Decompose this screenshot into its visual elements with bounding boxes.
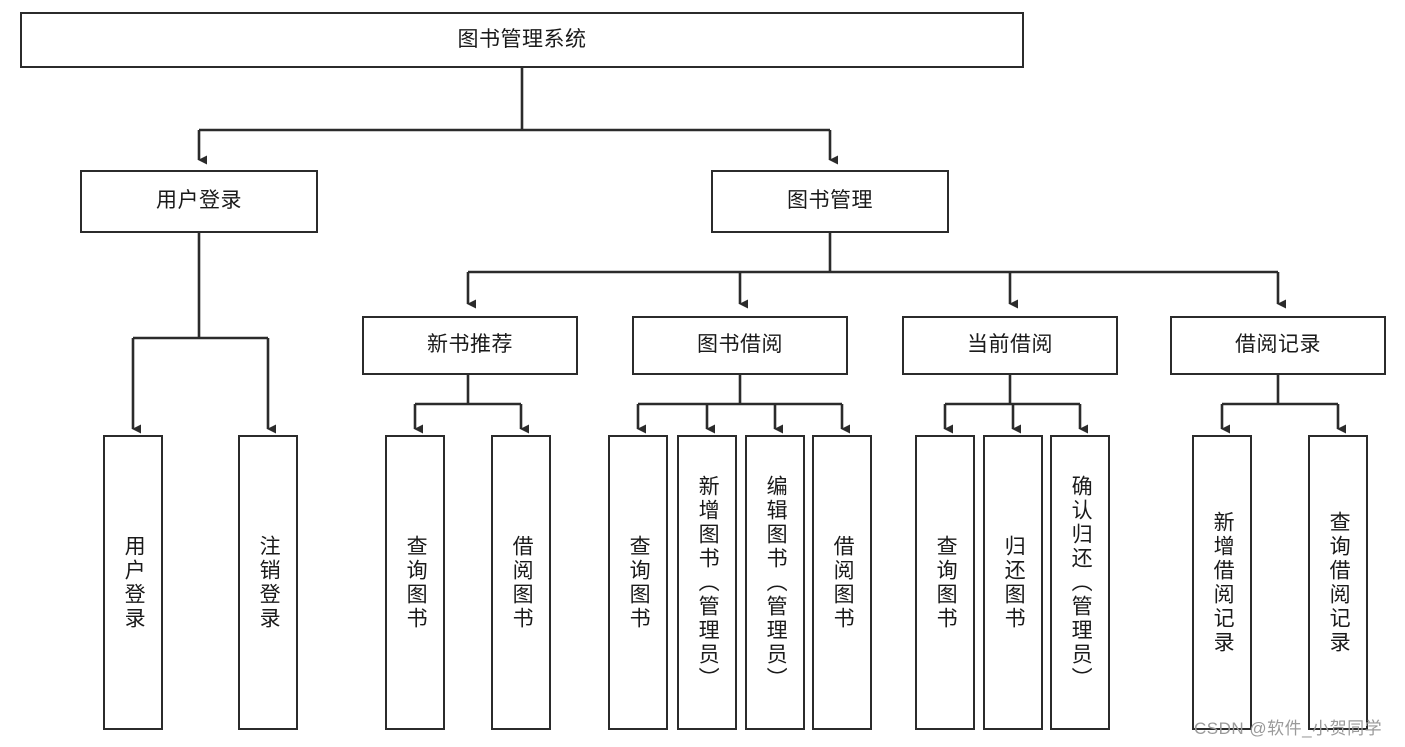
node-label: 新增图书（管理员）: [696, 474, 720, 691]
leaf-query-book-borrow[interactable]: 查询图书: [608, 435, 668, 730]
node-label: 查询借阅记录: [1327, 510, 1351, 655]
node-current-borrow[interactable]: 当前借阅: [902, 316, 1118, 375]
leaf-edit-book-admin[interactable]: 编辑图书（管理员）: [745, 435, 805, 730]
leaf-query-borrow-record[interactable]: 查询借阅记录: [1308, 435, 1368, 730]
leaf-borrow-book-recommend[interactable]: 借阅图书: [491, 435, 551, 730]
node-user-login[interactable]: 用户登录: [80, 170, 318, 233]
leaf-logout[interactable]: 注销登录: [238, 435, 298, 730]
node-label: 确认归还（管理员）: [1069, 474, 1093, 691]
edges-root-to-level2: [197, 68, 838, 165]
node-label: 当前借阅: [967, 333, 1053, 357]
leaf-add-book-admin[interactable]: 新增图书（管理员）: [677, 435, 737, 730]
leaf-return-book[interactable]: 归还图书: [983, 435, 1043, 730]
node-label: 新增借阅记录: [1211, 510, 1235, 655]
node-book-management[interactable]: 图书管理: [711, 170, 949, 233]
node-label: 图书管理系统: [457, 27, 587, 51]
csdn-watermark: CSDN @软件_小贺同学: [1194, 719, 1383, 738]
edges-bookmgmt-to-level3: [466, 233, 1286, 309]
node-label: 借阅图书: [510, 534, 534, 631]
node-new-book-recommend[interactable]: 新书推荐: [362, 316, 578, 375]
node-label: 图书借阅: [697, 333, 783, 357]
leaf-user-login[interactable]: 用户登录: [103, 435, 163, 730]
node-label: 查询图书: [404, 534, 428, 631]
edges-userlogin-to-leaves: [131, 233, 276, 434]
node-label: 借阅记录: [1235, 333, 1321, 357]
node-label: 图书管理: [787, 189, 873, 213]
node-label: 查询图书: [934, 534, 958, 631]
leaf-borrow-book[interactable]: 借阅图书: [812, 435, 872, 730]
edges-newbook-to-leaves: [413, 375, 529, 434]
node-label: 用户登录: [156, 189, 242, 213]
node-root-system[interactable]: 图书管理系统: [20, 12, 1024, 68]
node-book-borrow[interactable]: 图书借阅: [632, 316, 848, 375]
leaf-add-borrow-record[interactable]: 新增借阅记录: [1192, 435, 1252, 730]
node-borrow-record[interactable]: 借阅记录: [1170, 316, 1386, 375]
leaf-confirm-return-admin[interactable]: 确认归还（管理员）: [1050, 435, 1110, 730]
node-label: 借阅图书: [831, 534, 855, 631]
node-label: 查询图书: [627, 534, 651, 631]
edges-currentborrow-to-leaves: [943, 375, 1088, 434]
node-label: 注销登录: [257, 534, 281, 631]
edges-borrowrecord-to-leaves: [1220, 375, 1346, 434]
leaf-query-book-current[interactable]: 查询图书: [915, 435, 975, 730]
node-label: 新书推荐: [427, 333, 513, 357]
node-label: 编辑图书（管理员）: [764, 474, 788, 691]
edges-bookborrow-to-leaves: [636, 375, 850, 434]
leaf-query-book-recommend[interactable]: 查询图书: [385, 435, 445, 730]
node-label: 用户登录: [122, 534, 146, 631]
node-label: 归还图书: [1002, 534, 1026, 631]
